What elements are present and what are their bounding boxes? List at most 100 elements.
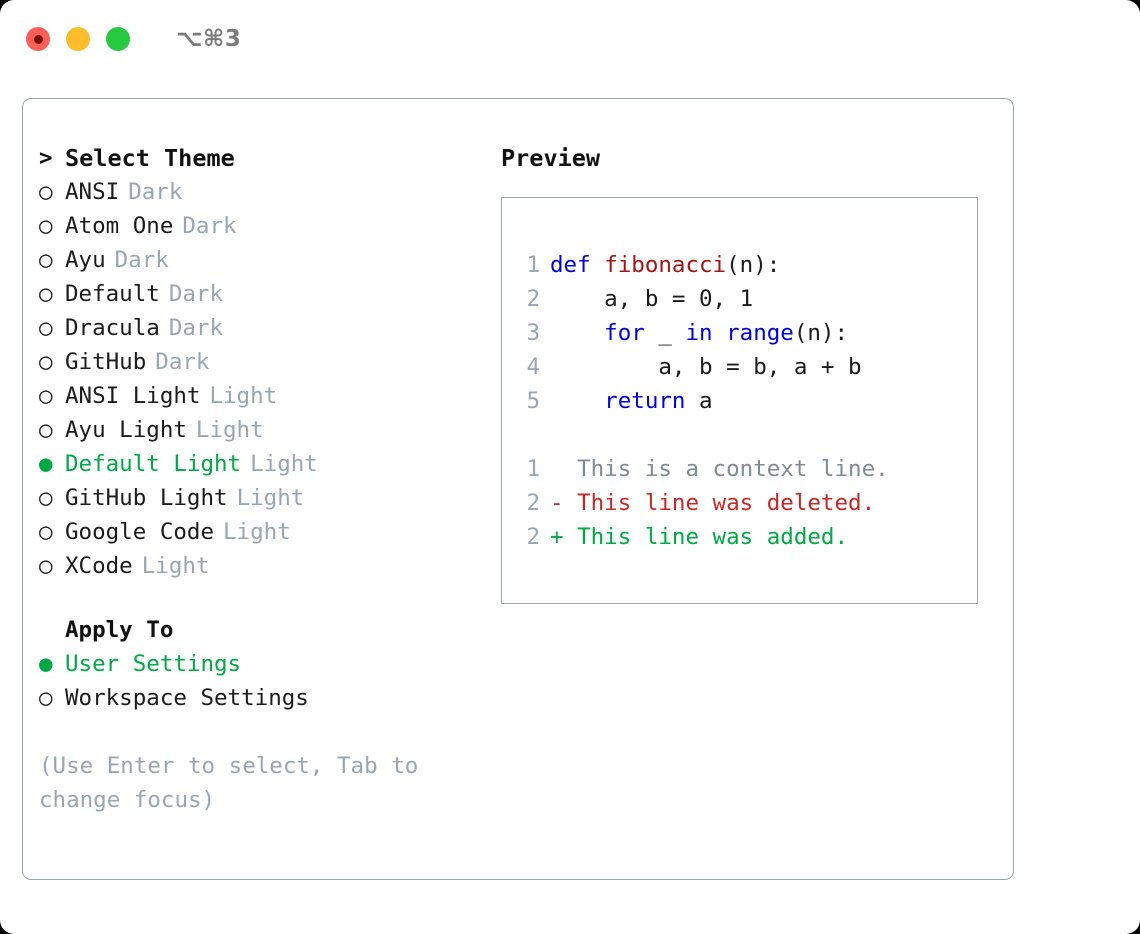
window-title: ⌥⌘3 — [176, 26, 242, 52]
line-number: 5 — [526, 388, 540, 414]
apply-to-option-user-settings[interactable]: ● User Settings — [39, 647, 489, 681]
radio-unselected-icon[interactable]: ○ — [39, 315, 53, 341]
diff-marker: - — [550, 490, 564, 516]
keyboard-hint: (Use Enter to select, Tab to change focu… — [39, 753, 419, 813]
apply-to-title: Apply To — [65, 617, 174, 643]
theme-option-dracula[interactable]: ○ Dracula Dark — [39, 311, 489, 345]
theme-option-atom-one[interactable]: ○ Atom One Dark — [39, 209, 489, 243]
theme-variant-tag: Dark — [168, 315, 224, 341]
code-line: 2 a, b = 0, 1 — [514, 282, 889, 316]
radio-selected-icon[interactable]: ● — [39, 451, 53, 477]
diff-line: 1 This is a context line. — [514, 452, 889, 486]
code-token: range — [726, 320, 794, 346]
minimize-button-icon[interactable] — [66, 27, 90, 51]
code-line-text: a, b = b, a + b — [550, 350, 862, 384]
radio-unselected-icon[interactable]: ○ — [39, 417, 53, 443]
code-line: 3 for _ in range(n): — [514, 316, 889, 350]
diff-spacer — [564, 486, 578, 520]
code-line-text: def fibonacci(n): — [550, 248, 780, 282]
theme-option-label: Ayu Light — [65, 417, 187, 443]
radio-unselected-icon[interactable]: ○ — [39, 383, 53, 409]
theme-option-label: Default Light — [65, 451, 242, 477]
radio-unselected-icon[interactable]: ○ — [39, 685, 53, 711]
theme-option-label: ANSI — [65, 179, 120, 205]
radio-unselected-icon[interactable]: ○ — [39, 247, 53, 273]
diff-marker: + — [550, 524, 564, 550]
radio-unselected-icon[interactable]: ○ — [39, 179, 53, 205]
radio-unselected-icon[interactable]: ○ — [39, 213, 53, 239]
theme-variant-tag: Light — [236, 485, 305, 511]
diff-spacer — [564, 520, 578, 554]
code-token: a, b = 0, 1 — [550, 286, 754, 312]
spacer — [39, 583, 489, 613]
maximize-button-icon[interactable] — [106, 27, 130, 51]
diff-spacer — [564, 452, 578, 486]
code-line-text: return a — [550, 384, 713, 418]
code-token: _ — [644, 320, 686, 346]
code-line: 4 a, b = b, a + b — [514, 350, 889, 384]
apply-to-options: ● User Settings ○ Workspace Settings — [39, 647, 489, 715]
radio-selected-icon[interactable]: ● — [39, 651, 53, 677]
traffic-lights — [26, 27, 130, 51]
theme-variant-tag: Dark — [114, 247, 169, 273]
theme-option-google-code[interactable]: ○ Google Code Light — [39, 515, 489, 549]
code-line-text: for _ in range(n): — [550, 316, 848, 350]
diff-line-text: This line was deleted. — [577, 490, 876, 516]
code-token: return — [550, 388, 686, 414]
line-number: 2 — [526, 490, 540, 516]
code-token: in — [685, 320, 727, 346]
radio-unselected-icon[interactable]: ○ — [39, 553, 53, 579]
theme-option-label: GitHub — [65, 349, 147, 375]
line-number: 3 — [526, 320, 540, 346]
theme-option-label: Dracula — [65, 315, 160, 341]
radio-unselected-icon[interactable]: ○ — [39, 281, 53, 307]
apply-to-header: ○ Apply To — [39, 613, 489, 647]
radio-unselected-icon[interactable]: ○ — [39, 349, 53, 375]
code-token: a, b = b, a + b — [550, 354, 862, 380]
apply-to-option-label: Workspace Settings — [65, 685, 309, 711]
code-line-text: a, b = 0, 1 — [550, 282, 753, 316]
theme-variant-tag: Light — [141, 553, 210, 579]
line-number: 2 — [526, 286, 540, 312]
theme-variant-tag: Dark — [168, 281, 224, 307]
theme-option-label: Google Code — [65, 519, 215, 545]
theme-option-xcode[interactable]: ○ XCode Light — [39, 549, 489, 583]
code-token: a — [685, 388, 713, 414]
theme-variant-tag: Light — [223, 519, 291, 545]
code-token: def — [550, 252, 605, 278]
apply-to-option-label: User Settings — [65, 651, 242, 677]
close-button-icon[interactable] — [26, 27, 50, 51]
theme-option-label: XCode — [65, 553, 133, 579]
theme-variant-tag: Light — [195, 417, 264, 443]
theme-option-ayu-light[interactable]: ○ Ayu Light Light — [39, 413, 489, 447]
line-number: 4 — [526, 354, 540, 380]
theme-option-label: Ayu — [65, 247, 106, 273]
radio-unselected-icon[interactable]: ○ — [39, 519, 53, 545]
diff-marker — [550, 452, 564, 486]
theme-variant-tag: Dark — [182, 213, 237, 239]
code-token: for — [550, 320, 645, 346]
prompt-caret-icon: > — [39, 145, 53, 171]
code-token: (n): — [793, 320, 849, 346]
apply-to-option-workspace-settings[interactable]: ○ Workspace Settings — [39, 681, 489, 715]
diff-line-text: This is a context line. — [577, 456, 889, 482]
diff-line: 2+ This line was added. — [514, 520, 889, 554]
preview-title: Preview — [501, 144, 601, 172]
code-blank-line — [514, 418, 889, 452]
radio-unselected-icon[interactable]: ○ — [39, 485, 53, 511]
code-token: fibonacci — [604, 252, 727, 278]
line-number: 2 — [526, 524, 540, 550]
theme-option-label: Atom One — [65, 213, 174, 239]
theme-option-ayu[interactable]: ○ Ayu Dark — [39, 243, 489, 277]
